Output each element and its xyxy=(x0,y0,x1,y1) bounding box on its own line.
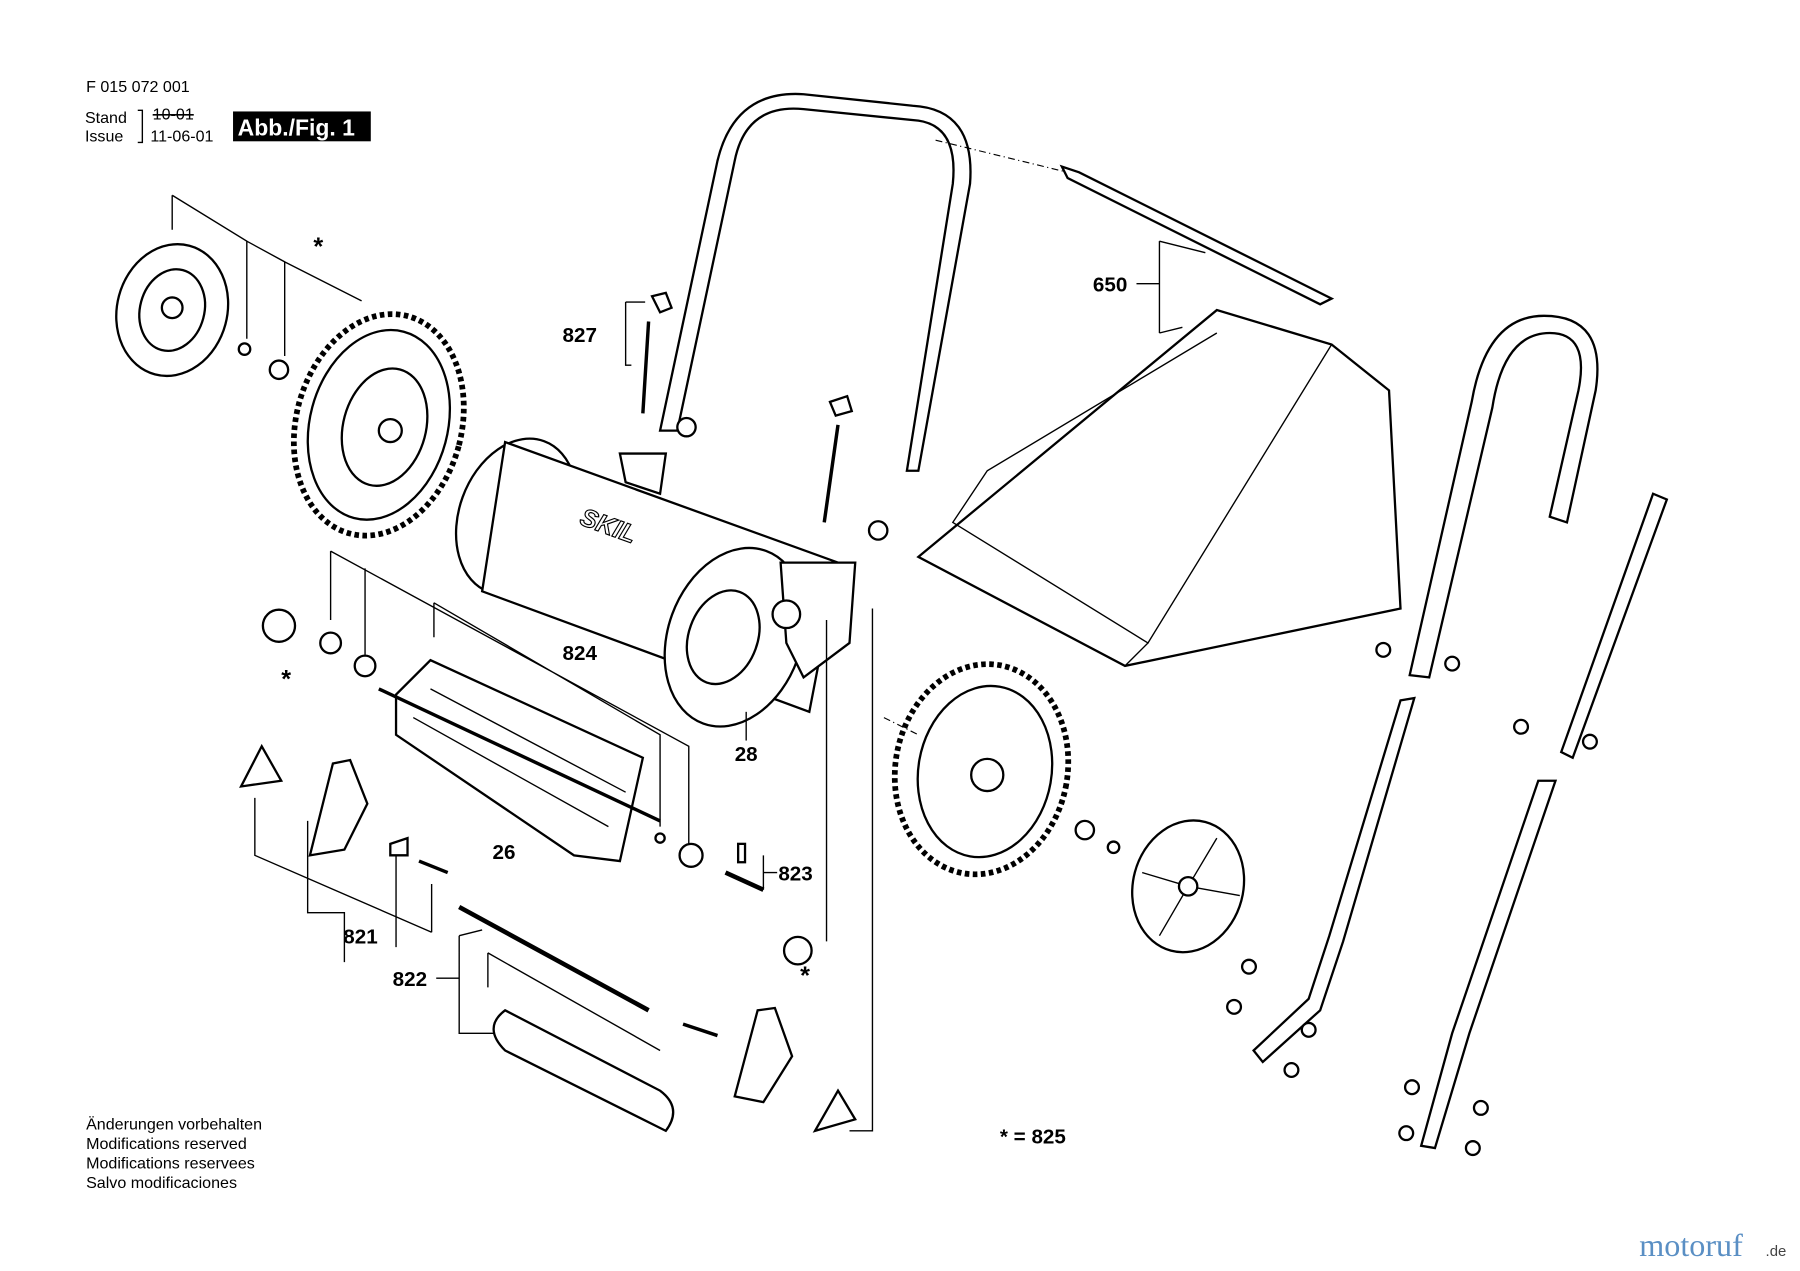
callout-26: 26 xyxy=(492,841,515,864)
callout-28: 28 xyxy=(735,743,758,766)
issue-label: Issue xyxy=(85,127,123,145)
side-plate-right xyxy=(682,1006,857,1133)
figure-badge: Abb./Fig. 1 xyxy=(238,115,355,141)
cutting-reel-824 xyxy=(378,658,661,863)
brace xyxy=(137,109,144,144)
wheel-left xyxy=(290,311,467,539)
callout-823: 823 xyxy=(778,863,812,886)
watermark-suffix: .de xyxy=(1766,1243,1787,1260)
watermark-logo: motoruf xyxy=(1639,1227,1743,1263)
callout-822: 822 xyxy=(393,968,427,991)
washer xyxy=(1106,840,1121,855)
leader-650 xyxy=(1136,240,1206,334)
assembly-line xyxy=(883,717,919,736)
roller-822 xyxy=(458,904,675,1133)
leader-lines xyxy=(171,194,362,356)
bearing xyxy=(678,842,704,868)
pins-823 xyxy=(724,842,813,966)
side-plate-821 xyxy=(239,743,449,875)
callout-650: 650 xyxy=(1093,274,1127,297)
hub-cap-left xyxy=(115,243,230,378)
figure-badge-bg xyxy=(233,111,371,142)
callout-827: 827 xyxy=(563,324,597,347)
washer xyxy=(268,359,290,381)
washer xyxy=(654,832,666,844)
part-number: F 015 072 001 xyxy=(86,78,190,96)
chassis-28: SKIL xyxy=(454,437,857,728)
handle-lower-right xyxy=(1252,314,1669,1150)
note-fr: Modifications reservees xyxy=(86,1155,255,1173)
wheel-right xyxy=(891,661,1072,878)
legend-825: * = 825 xyxy=(1000,1125,1066,1148)
screws xyxy=(1226,641,1598,1157)
washer xyxy=(237,342,252,356)
leader-824 xyxy=(329,550,690,844)
callout-star: * xyxy=(281,666,291,694)
leader-827 xyxy=(624,301,646,366)
callout-821: 821 xyxy=(343,926,377,949)
leader-821 xyxy=(254,797,433,963)
grass-catcher-650 xyxy=(916,164,1402,668)
note-de: Änderungen vorbehalten xyxy=(86,1116,262,1134)
callout-824: 824 xyxy=(563,642,598,665)
stand-date: 10-01 xyxy=(153,105,194,123)
pinion-star xyxy=(261,608,377,678)
note-en: Modifications reserved xyxy=(86,1135,247,1153)
leader-823 xyxy=(762,608,874,1132)
hub-cap-right xyxy=(1131,819,1246,954)
stand-label: Stand xyxy=(85,109,127,127)
handle-upper xyxy=(658,92,972,541)
adjusting-rod-827 xyxy=(641,291,854,523)
leader-822 xyxy=(436,929,661,1052)
callout-star: * xyxy=(800,962,810,990)
washer xyxy=(1074,819,1096,841)
issue-date: 11-06-01 xyxy=(150,127,213,145)
note-es: Salvo modificaciones xyxy=(86,1174,237,1192)
callout-star: * xyxy=(313,233,323,261)
